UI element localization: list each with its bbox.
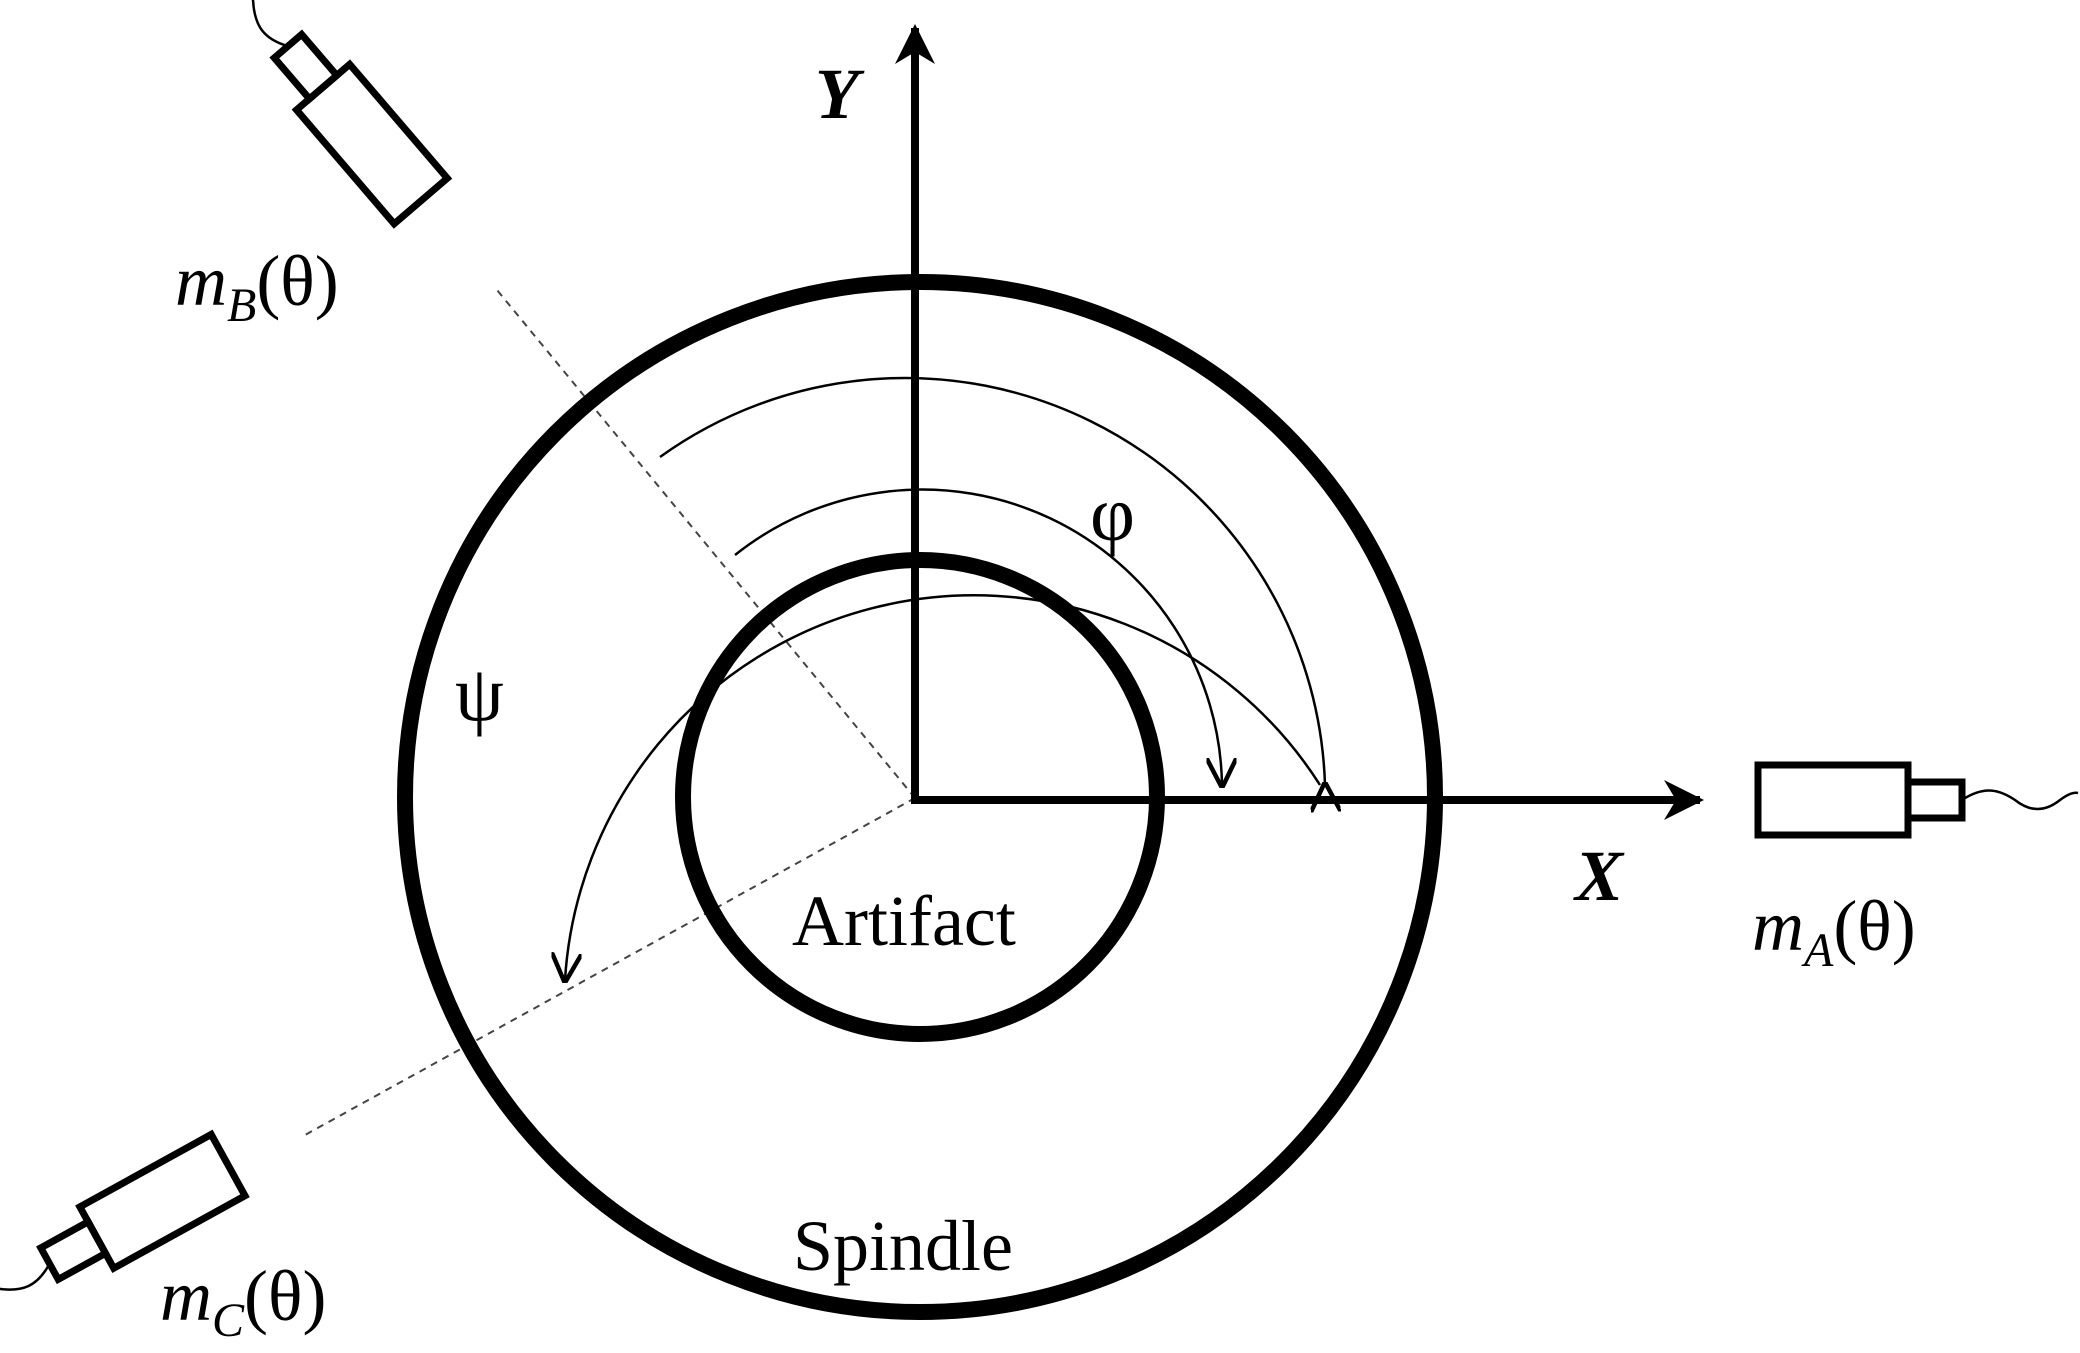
phi-label: φ (1090, 470, 1135, 557)
sensor-c: mC(θ) (0, 1129, 326, 1347)
sensor-c-dashed-line (304, 797, 916, 1136)
sensor-c-label: mC(θ) (160, 1256, 326, 1347)
displacement-sensor-icon (1754, 761, 2079, 839)
sensor-b-label: mB(θ) (175, 241, 339, 332)
inner-arc-to-x (734, 488, 1222, 785)
psi-arc (565, 594, 1322, 980)
sensor-b-dashed-line (496, 289, 916, 799)
sensor-a: mA(θ) (1752, 761, 2079, 977)
phi-arc (659, 376, 1325, 785)
psi-label: ψ (455, 650, 504, 737)
spindle-label: Spindle (793, 1206, 1013, 1286)
sensor-b: mB(θ) (175, 0, 453, 332)
displacement-sensor-icon (0, 1129, 250, 1328)
x-axis-label: X (1573, 836, 1625, 916)
sensor-a-label: mA(θ) (1752, 886, 1916, 977)
artifact-label: Artifact (792, 881, 1016, 961)
displacement-sensor-icon (206, 0, 453, 229)
y-axis-label: Y (815, 54, 865, 134)
